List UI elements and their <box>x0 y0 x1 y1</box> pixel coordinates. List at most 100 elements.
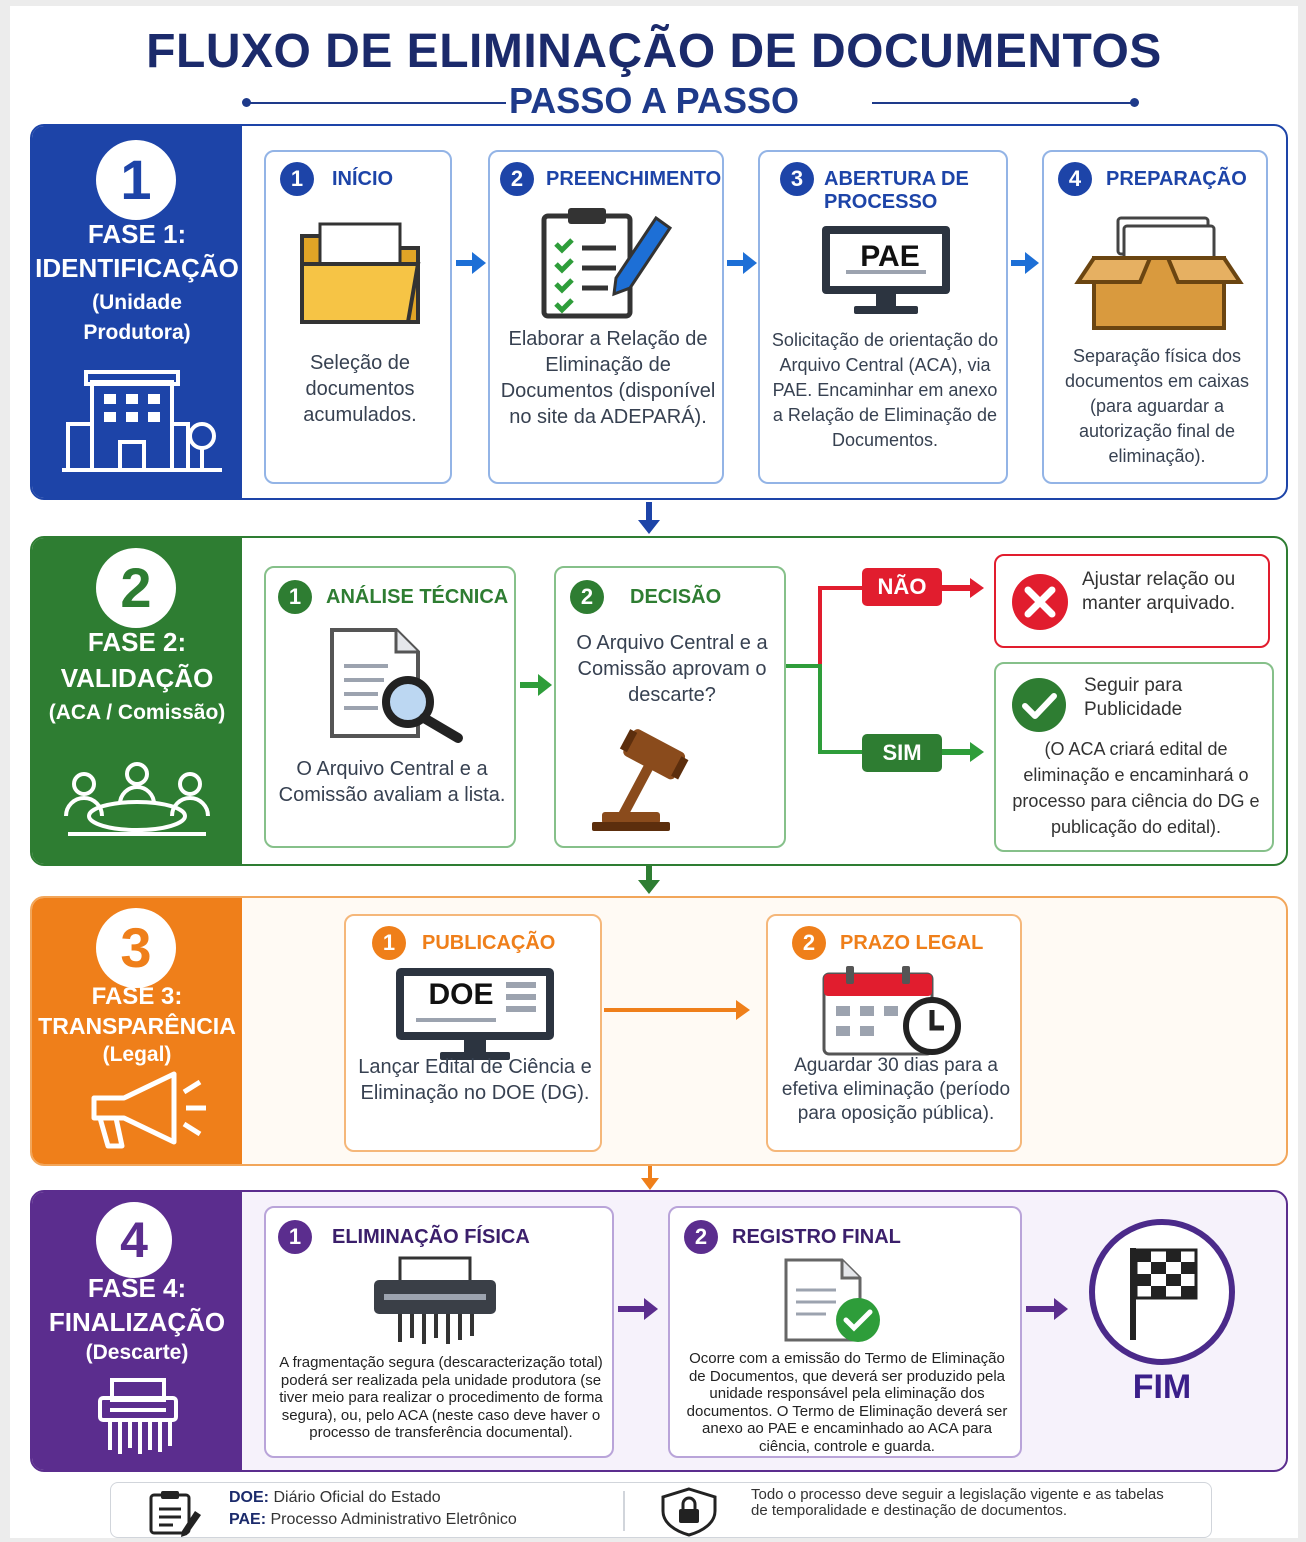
arrow-right-icon <box>1011 260 1027 266</box>
phase-4-panel: 4 FASE 4: FINALIZAÇÃO (Descarte) 1 ELIMI… <box>30 1190 1288 1472</box>
clipboard-icon <box>149 1491 201 1537</box>
step-description: Seleção de documentos acumulados. <box>303 352 417 426</box>
building-icon <box>62 370 222 472</box>
arrow-right-icon <box>970 578 984 598</box>
arrow-right-icon <box>970 742 984 762</box>
step-number-badge: 1 <box>280 162 314 196</box>
step-title: ANÁLISE TÉCNICA <box>326 586 509 608</box>
step-description: Lançar Edital de Ciência e Eliminação no… <box>358 1056 592 1104</box>
step-number-badge: 4 <box>1058 162 1092 196</box>
committee-meeting-icon <box>64 762 210 836</box>
phase-2-number: 2 <box>96 548 176 628</box>
arrow-right-icon <box>743 252 757 274</box>
step-title: PREPARAÇÃO <box>1106 168 1247 190</box>
phase-1-step-4-card: 4 PREPARAÇÃO Separação física dos docume… <box>1042 150 1268 484</box>
step-description: Elaborar a Relação de Eliminação de Docu… <box>500 328 716 428</box>
shredder-icon <box>374 1256 496 1344</box>
megaphone-icon <box>91 1071 206 1149</box>
gavel-icon <box>592 729 689 831</box>
phase-2-label: FASE 2: <box>87 627 187 657</box>
phase-1-sidebar: 1 FASE 1: IDENTIFICAÇÃO (Unidade Produto… <box>32 126 242 498</box>
subtitle-rule-left <box>246 102 506 104</box>
phase-4-sidebar: 4 FASE 4: FINALIZAÇÃO (Descarte) <box>32 1192 242 1470</box>
subtitle-rule-right <box>872 102 1134 104</box>
phase-3-label: FASE 3: <box>91 983 183 1010</box>
reject-x-icon <box>1012 574 1068 630</box>
arrow-right-icon <box>456 260 474 266</box>
arrow-down-icon <box>641 1166 659 1190</box>
approve-title: Seguir para Publicidade <box>1084 675 1183 720</box>
phase-3-name: TRANSPARÊNCIA <box>38 1013 236 1039</box>
step-number-badge: 2 <box>570 580 604 614</box>
document-check-icon <box>784 1258 880 1342</box>
arrow-right-icon <box>538 674 552 696</box>
legend-doe: DOE: Diário Oficial do Estado <box>229 1487 441 1509</box>
arrow-right-icon <box>727 260 745 266</box>
arrow-right-icon <box>472 252 486 274</box>
legend-note: Todo o processo deve seguir a legislação… <box>751 1486 1164 1519</box>
step-title: ABERTURA DE PROCESSO <box>824 168 969 213</box>
step-number-badge: 1 <box>372 926 406 960</box>
phase-1-step-1-card: 1 INÍCIO Seleção de documentos acumulado… <box>264 150 452 484</box>
step-title: PREENCHIMENTO <box>546 168 722 190</box>
end-label: FIM <box>1132 1368 1192 1406</box>
folder-icon <box>300 222 421 324</box>
finish-flag-icon <box>1089 1219 1235 1365</box>
legend-divider <box>623 1491 625 1531</box>
step-title: DECISÃO <box>630 586 722 608</box>
legend-bar: DOE: Diário Oficial do Estado PAE: Proce… <box>110 1482 1212 1538</box>
phase-1-number: 1 <box>96 140 176 220</box>
phase-4-name: FINALIZAÇÃO <box>48 1307 226 1337</box>
arrow-right-icon <box>1054 1298 1068 1320</box>
subtitle-dot-right <box>1130 98 1139 107</box>
phase-4-sub: (Descarte) <box>85 1341 189 1364</box>
phase-3-connectors <box>604 1000 750 1020</box>
phase-3-step-1-card: 1 PUBLICAÇÃO DOE Lançar Edital de Ciênci… <box>344 914 602 1152</box>
arrow-right-icon <box>644 1298 658 1320</box>
document-magnifier-icon <box>330 628 463 743</box>
step-description: A fragmentação segura (descaracterização… <box>279 1354 603 1441</box>
phase-2-name: VALIDAÇÃO <box>60 663 214 693</box>
step-description: Separação física dos documentos em caixa… <box>1064 346 1250 466</box>
step-description: Aguardar 30 dias para a efetiva eliminaç… <box>781 1055 1011 1124</box>
phase-3-number: 3 <box>96 908 176 988</box>
phase-3-sub: (Legal) <box>102 1043 172 1066</box>
archive-box-icon <box>1074 216 1244 330</box>
step-description: O Arquivo Central e a Comissão avaliam a… <box>278 758 506 806</box>
approve-check-icon <box>1012 678 1066 732</box>
phase-4-number: 4 <box>96 1202 172 1278</box>
phase-2-step-2-card: 2 DECISÃO O Arquivo Central e a Comissão… <box>554 566 786 848</box>
legend-pae-abbr: PAE: <box>229 1511 267 1528</box>
reject-outcome-card: Ajustar relação ou manter arquivado. <box>994 554 1270 648</box>
step-number-badge: 3 <box>780 162 814 196</box>
yes-badge: SIM <box>862 734 942 772</box>
phase-4-step-1-card: 1 ELIMINAÇÃO FÍSICA A fragmentação segur… <box>264 1206 614 1458</box>
shredder-icon <box>98 1378 178 1454</box>
shield-lock-icon <box>661 1487 717 1537</box>
step-number-badge: 2 <box>500 162 534 196</box>
approve-text: (O ACA criará edital de eliminação e enc… <box>1012 739 1260 837</box>
phase-1-step-3-card: 3 ABERTURA DE PROCESSO PAE Solicitação d… <box>758 150 1008 484</box>
arrow-down-icon <box>638 866 660 894</box>
arrow-down-icon <box>638 502 660 534</box>
phase-1-name: IDENTIFICAÇÃO <box>35 253 239 283</box>
monitor-label: DOE <box>428 978 494 1011</box>
legend-doe-full: Diário Oficial do Estado <box>273 1489 441 1506</box>
monitor-label: PAE <box>860 240 920 273</box>
step-title: REGISTRO FINAL <box>732 1226 901 1248</box>
monitor-doe-icon <box>396 968 554 1060</box>
calendar-clock-icon <box>822 966 961 1056</box>
phase-1-connectors <box>456 252 1039 274</box>
step-title: INÍCIO <box>332 168 394 190</box>
phase-4-step-2-card: 2 REGISTRO FINAL Ocorre com a emissão do… <box>668 1206 1022 1458</box>
page-subtitle: PASSO A PASSO <box>508 80 800 121</box>
reject-text: Ajustar relação ou manter arquivado. <box>1082 569 1236 614</box>
step-number-badge: 1 <box>278 1220 312 1254</box>
phase-3-panel: 3 FASE 3: TRANSPARÊNCIA (Legal) 1 PUBLIC… <box>30 896 1288 1166</box>
phase-2-sidebar: 2 FASE 2: VALIDAÇÃO (ACA / Comissão) <box>32 538 242 864</box>
step-title: PRAZO LEGAL <box>840 932 984 954</box>
phase-1-panel: 1 FASE 1: IDENTIFICAÇÃO (Unidade Produto… <box>30 124 1288 500</box>
step-title: PUBLICAÇÃO <box>422 932 556 954</box>
decision-question: O Arquivo Central e a Comissão aprovam o… <box>576 632 768 706</box>
phase-1-label: FASE 1: <box>87 219 187 249</box>
